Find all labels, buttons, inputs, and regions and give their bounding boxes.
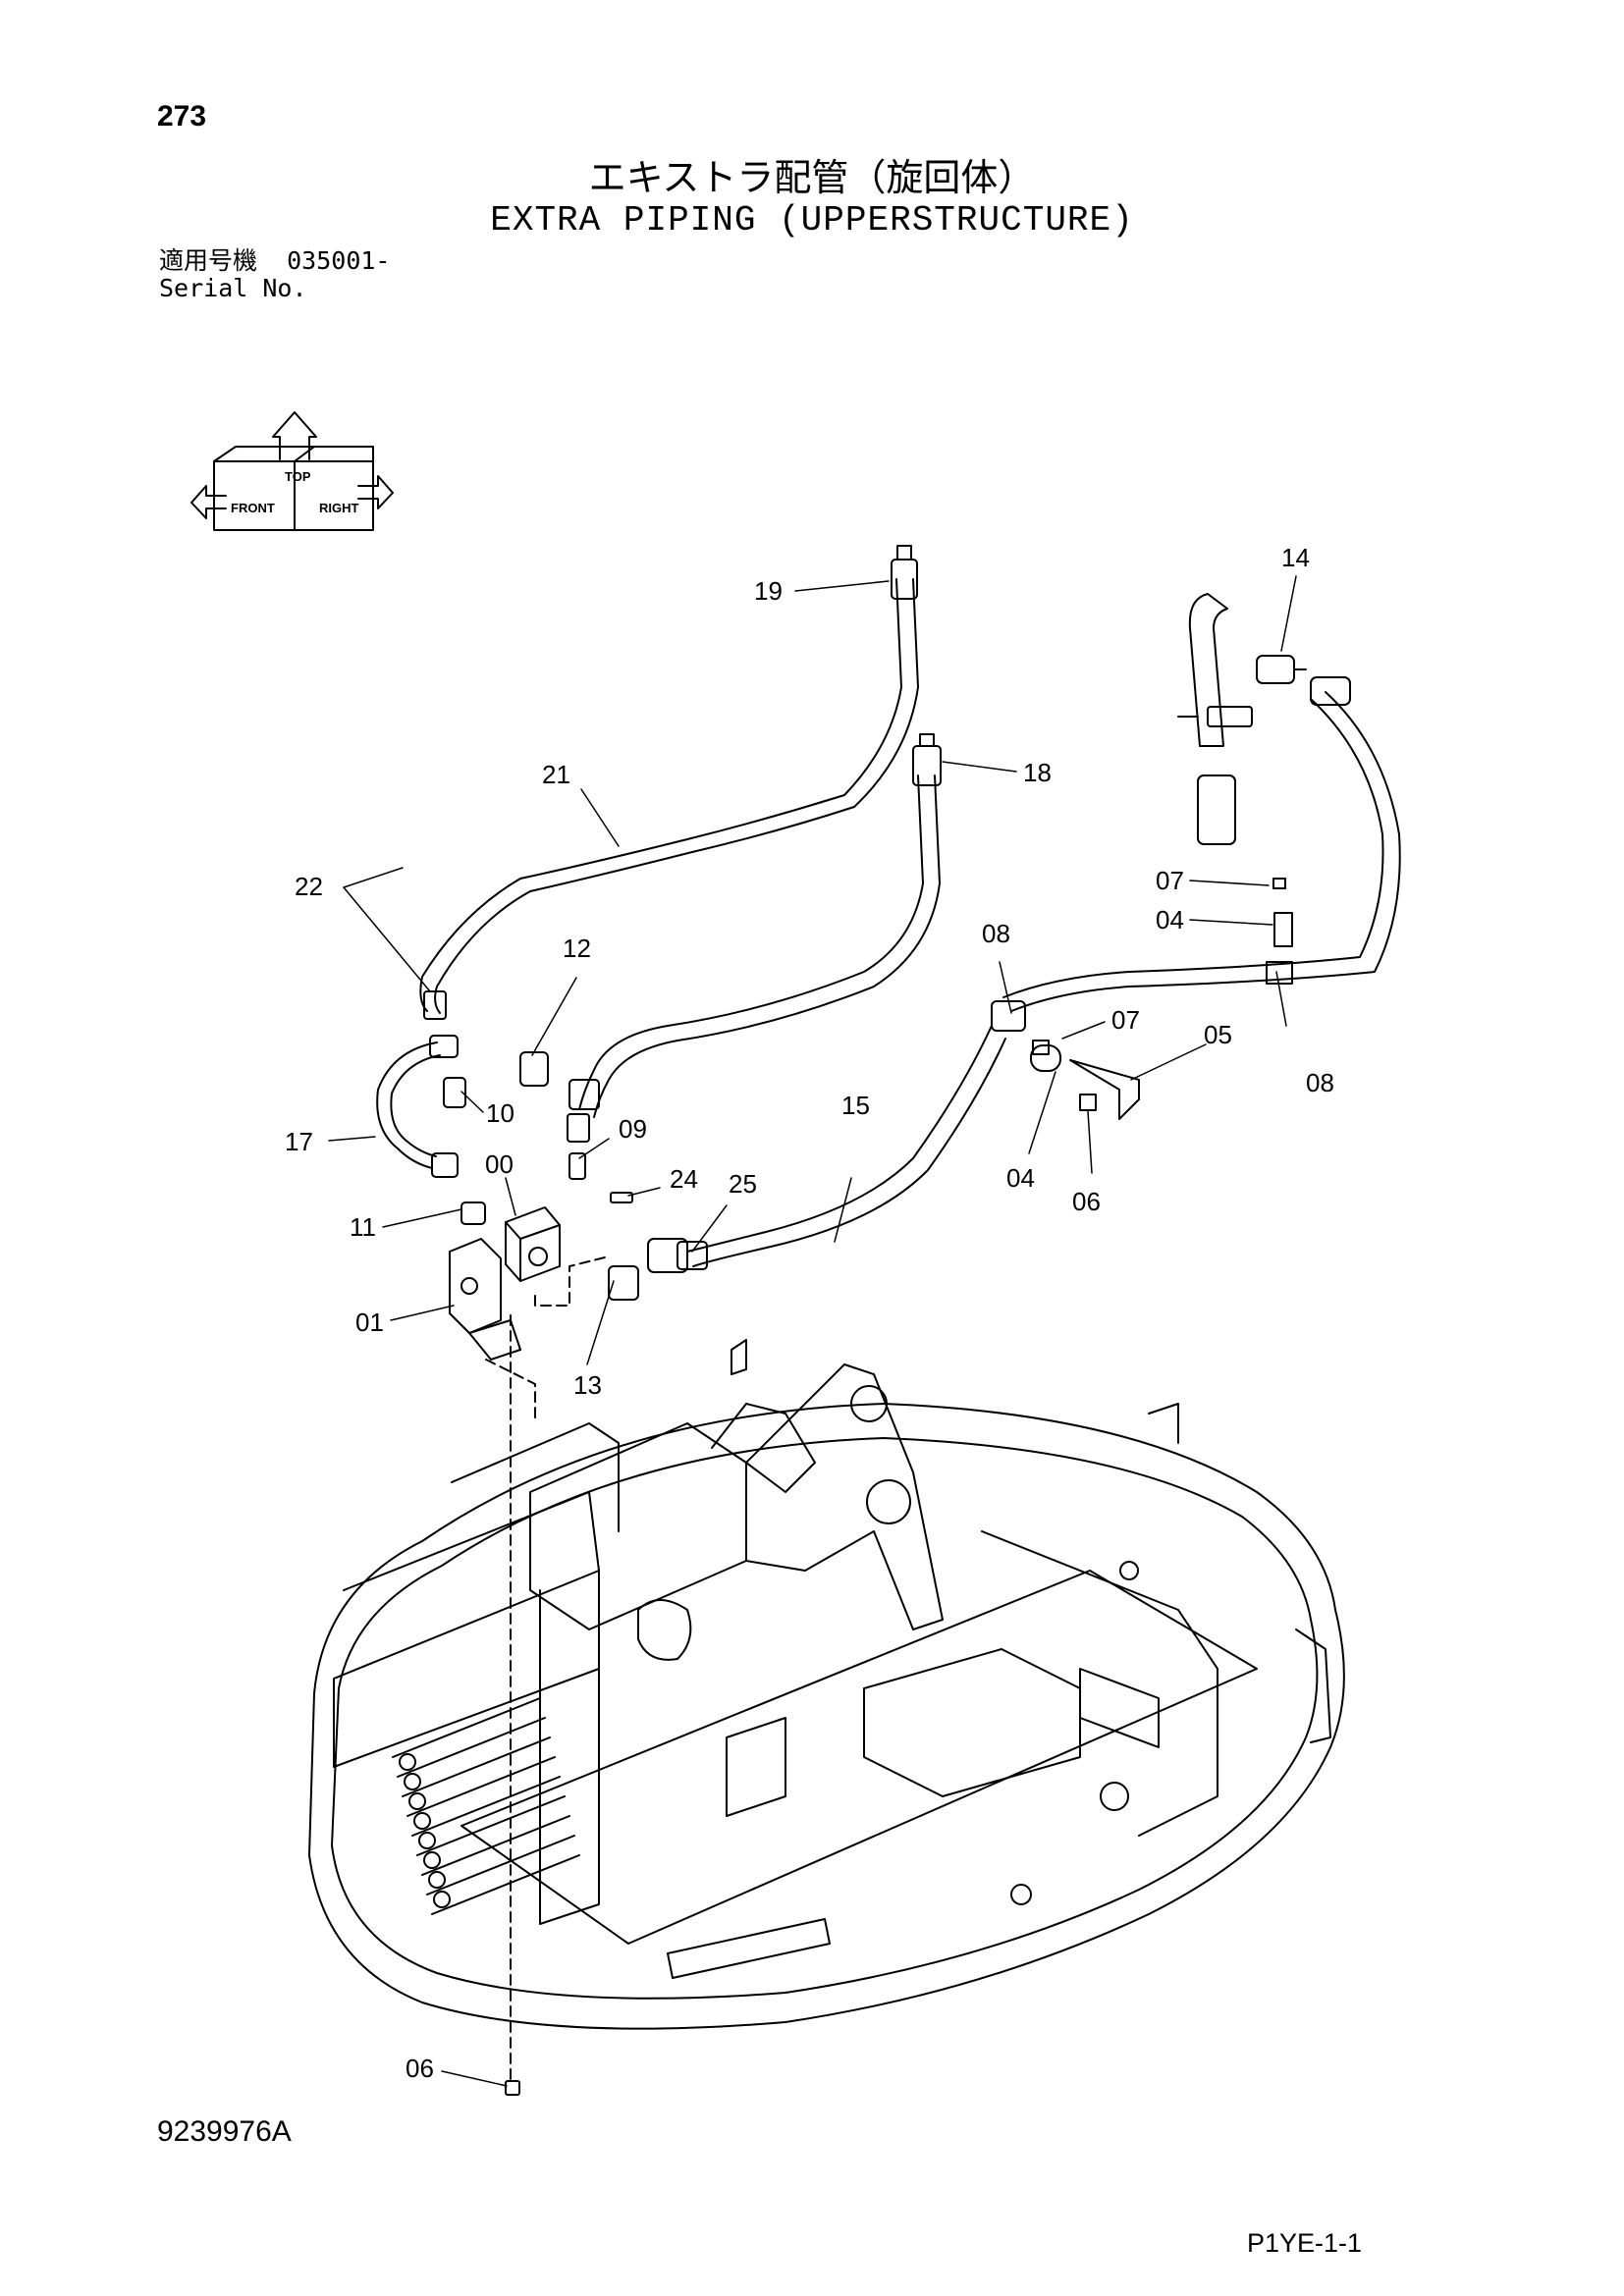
- serial-value: 035001-: [287, 246, 391, 275]
- callout-00: 00: [485, 1149, 514, 1179]
- callout-10: 10: [486, 1098, 514, 1128]
- callout-12: 12: [563, 934, 591, 963]
- page-number: 273: [157, 100, 207, 133]
- callout-22: 22: [295, 872, 323, 901]
- upperstructure-frame: [308, 1339, 1345, 2030]
- bolt-06-bottom: [505, 2080, 520, 2096]
- callout-24: 24: [670, 1164, 698, 1194]
- callout-08-a: 08: [982, 919, 1010, 948]
- callout-07-a: 07: [1156, 866, 1184, 895]
- callout-13: 13: [573, 1370, 602, 1400]
- small-fittings: [443, 878, 1293, 1301]
- callout-04-a: 04: [1156, 905, 1184, 934]
- callout-08-b: 08: [1306, 1068, 1334, 1097]
- orientation-label-top: TOP: [285, 469, 311, 484]
- callout-19: 19: [754, 576, 783, 606]
- serial-label-jp: 適用号機: [159, 246, 258, 275]
- block-00: [505, 1206, 561, 1282]
- callout-05: 05: [1204, 1020, 1232, 1049]
- callout-11: 11: [350, 1212, 376, 1242]
- callout-01: 01: [355, 1308, 384, 1337]
- callout-07-b: 07: [1111, 1005, 1140, 1035]
- hose-17: [376, 1035, 459, 1178]
- fitting-14: [1177, 593, 1307, 845]
- callout-09: 09: [619, 1114, 647, 1144]
- callout-06-b: 06: [406, 2054, 434, 2083]
- callout-18: 18: [1023, 758, 1052, 787]
- hose-21: [419, 545, 919, 1020]
- drawing-number: 9239976A: [157, 2115, 292, 2148]
- callout-25: 25: [729, 1169, 757, 1199]
- callout-17: 17: [285, 1127, 313, 1156]
- page-code: P1YE-1-1: [1247, 2228, 1363, 2258]
- callout-04-b: 04: [1006, 1163, 1035, 1193]
- serial-label-en: Serial No.: [159, 274, 307, 302]
- callout-14: 14: [1281, 543, 1310, 572]
- valve-cluster: [392, 1697, 580, 1915]
- callout-15: 15: [841, 1091, 870, 1120]
- callout-21: 21: [542, 760, 570, 789]
- dashed-leaders: [485, 1255, 610, 2082]
- hose-15: [647, 1025, 1006, 1273]
- callout-leaders: [328, 575, 1297, 2087]
- bracket-01: [449, 1238, 521, 1361]
- orientation-icon: [190, 411, 394, 531]
- callout-06-a: 06: [1072, 1187, 1101, 1216]
- orientation-label-right: RIGHT: [319, 501, 359, 515]
- hose-18: [567, 733, 942, 1143]
- orientation-label-front: FRONT: [231, 501, 275, 515]
- title-english: EXTRA PIPING (UPPERSTRUCTURE): [490, 200, 1134, 240]
- hose-08: [991, 676, 1401, 1032]
- serial-number-block: 適用号機 035001- Serial No.: [159, 247, 390, 302]
- title-japanese: エキストラ配管（旋回体）: [588, 156, 1036, 199]
